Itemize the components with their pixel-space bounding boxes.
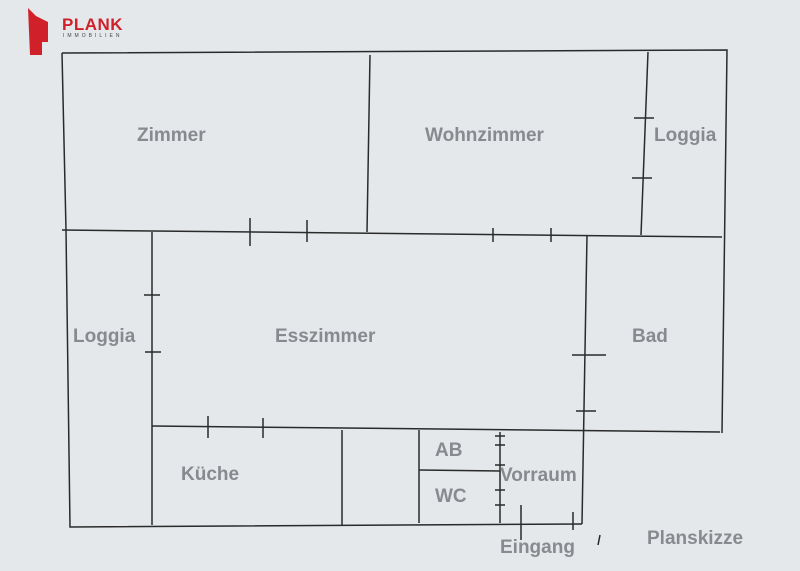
room-label-vorraum: Vorraum [500, 465, 577, 486]
room-label-wohnzimmer: Wohnzimmer [425, 125, 544, 146]
logo-subtitle: IMMOBILIEN [63, 33, 123, 39]
room-label-eingang: Eingang [500, 537, 575, 558]
room-label-zimmer: Zimmer [137, 125, 206, 146]
caption: Planskizze [647, 528, 744, 549]
room-label-wc: WC [435, 486, 467, 507]
room-label-esszimmer: Esszimmer [275, 326, 376, 347]
door-marks [144, 117, 654, 546]
room-label-loggia-right: Loggia [654, 125, 717, 146]
logo-mark-icon [28, 8, 48, 55]
room-label-kueche: Küche [181, 464, 240, 485]
room-label-bad: Bad [632, 326, 668, 347]
room-label-loggia-left: Loggia [73, 326, 136, 347]
walls [61, 49, 728, 528]
logo-name: PLANK [62, 15, 124, 34]
room-label-ab: AB [435, 440, 463, 461]
